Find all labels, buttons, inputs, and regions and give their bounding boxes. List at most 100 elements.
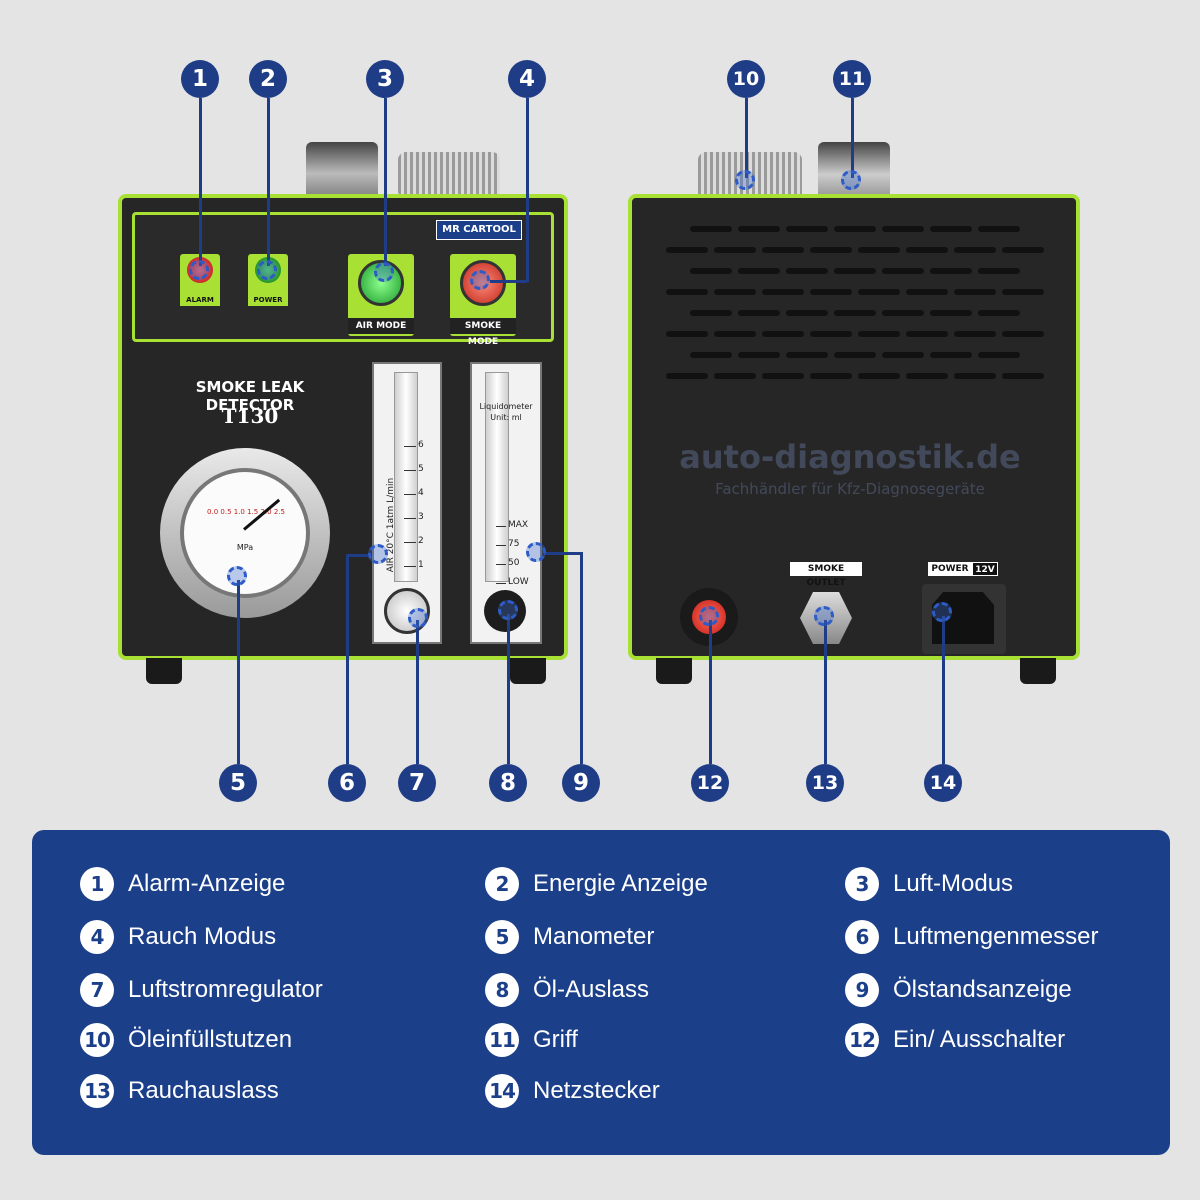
legend-label: Ein/ Ausschalter xyxy=(893,1026,1066,1053)
callout-marker xyxy=(470,270,490,290)
flowmeter-tick xyxy=(404,446,416,447)
callout-leader xyxy=(745,98,748,178)
callout-marker xyxy=(841,170,861,190)
vent-slot xyxy=(882,352,924,358)
oilmeter-tick xyxy=(496,526,506,527)
legend-number-badge: 2 xyxy=(485,867,519,901)
legend-number-badge: 12 xyxy=(845,1023,879,1057)
front-handle xyxy=(306,142,378,194)
vent-slot xyxy=(858,289,900,295)
oilmeter-tick xyxy=(496,583,506,584)
callout-number: 4 xyxy=(508,60,546,98)
legend-label: Öl-Auslass xyxy=(533,976,650,1003)
callout-leader xyxy=(709,620,712,764)
vent-slot xyxy=(906,247,948,253)
callout-number: 1 xyxy=(181,60,219,98)
vent-slot xyxy=(690,226,732,232)
vent-slot xyxy=(666,247,708,253)
flowmeter-tick xyxy=(404,542,416,543)
flowmeter-tick xyxy=(404,470,416,471)
callout-leader xyxy=(346,554,368,557)
vent-slot xyxy=(954,247,996,253)
vent-slot xyxy=(786,352,828,358)
oilmeter-tick xyxy=(496,545,506,546)
legend-panel xyxy=(32,830,1170,1155)
vent-slot xyxy=(738,226,780,232)
callout-marker xyxy=(368,544,388,564)
vent-slot xyxy=(954,289,996,295)
vent-slot xyxy=(834,352,876,358)
oilmeter-tick-label: LOW xyxy=(508,577,529,587)
vent-slot xyxy=(690,310,732,316)
callout-leader xyxy=(267,98,270,266)
callout-number: 5 xyxy=(219,764,257,802)
vent-slot xyxy=(930,268,972,274)
oilmeter-tick-label: 50 xyxy=(508,558,520,568)
legend-label: Energie Anzeige xyxy=(533,870,708,897)
oilmeter-tick xyxy=(496,564,506,565)
vent-slot xyxy=(858,373,900,379)
flowmeter-tick-label: 5 xyxy=(418,464,424,474)
legend-label: Rauchauslass xyxy=(128,1077,279,1104)
callout-marker xyxy=(814,606,834,626)
callout-marker xyxy=(189,260,209,280)
vent-slot xyxy=(690,352,732,358)
callout-leader xyxy=(507,614,510,764)
vent-slot xyxy=(930,310,972,316)
brand-logo: MR CARTOOL xyxy=(436,220,522,240)
legend-label: Ölstandsanzeige xyxy=(893,976,1072,1003)
callout-number: 3 xyxy=(366,60,404,98)
flowmeter-tick-label: 1 xyxy=(418,560,424,570)
vent-slot xyxy=(738,268,780,274)
vent-slot xyxy=(738,352,780,358)
flowmeter-axis-label: AIR 20°C 1atm L/min xyxy=(386,477,396,573)
callout-marker xyxy=(699,606,719,626)
flowmeter-tick xyxy=(404,494,416,495)
air-mode-label: AIR MODE xyxy=(348,318,414,334)
legend-label: Alarm-Anzeige xyxy=(128,870,286,897)
legend-label: Manometer xyxy=(533,923,655,950)
callout-leader xyxy=(346,556,349,764)
vent-slot xyxy=(666,331,708,337)
legend-label: Netzstecker xyxy=(533,1077,660,1104)
vent-slot xyxy=(666,373,708,379)
callout-marker xyxy=(932,602,952,622)
vent-slot xyxy=(882,226,924,232)
callout-leader xyxy=(942,616,945,764)
vent-slot xyxy=(882,268,924,274)
rear-foot-right xyxy=(1020,658,1056,684)
vent-slot xyxy=(834,310,876,316)
callout-number: 6 xyxy=(328,764,366,802)
callout-leader xyxy=(526,98,529,282)
legend-label: Luftmengenmesser xyxy=(893,923,1099,950)
vent-slot xyxy=(786,226,828,232)
vent-slot xyxy=(666,289,708,295)
power-label: POWER xyxy=(248,294,288,306)
callout-number: 11 xyxy=(833,60,871,98)
legend-number-badge: 3 xyxy=(845,867,879,901)
callout-marker xyxy=(257,260,277,280)
flowmeter-tick-label: 4 xyxy=(418,488,424,498)
callout-number: 2 xyxy=(249,60,287,98)
callout-number: 12 xyxy=(691,764,729,802)
vent-slot xyxy=(858,331,900,337)
vent-slot xyxy=(834,226,876,232)
vent-slot xyxy=(714,331,756,337)
watermark-tagline: Fachhändler für Kfz-Diagnosegeräte xyxy=(715,480,985,498)
vent-slot xyxy=(1002,289,1044,295)
smoke-outlet-label: SMOKE OUTLET xyxy=(790,562,862,588)
legend-number-badge: 6 xyxy=(845,920,879,954)
callout-number: 13 xyxy=(806,764,844,802)
vent-slot xyxy=(1002,331,1044,337)
vent-slot xyxy=(978,310,1020,316)
callout-leader xyxy=(490,280,527,283)
legend-item: 2 Energie Anzeige xyxy=(485,867,708,901)
callout-number: 10 xyxy=(727,60,765,98)
oilmeter-title: Liquidometer xyxy=(479,402,533,411)
